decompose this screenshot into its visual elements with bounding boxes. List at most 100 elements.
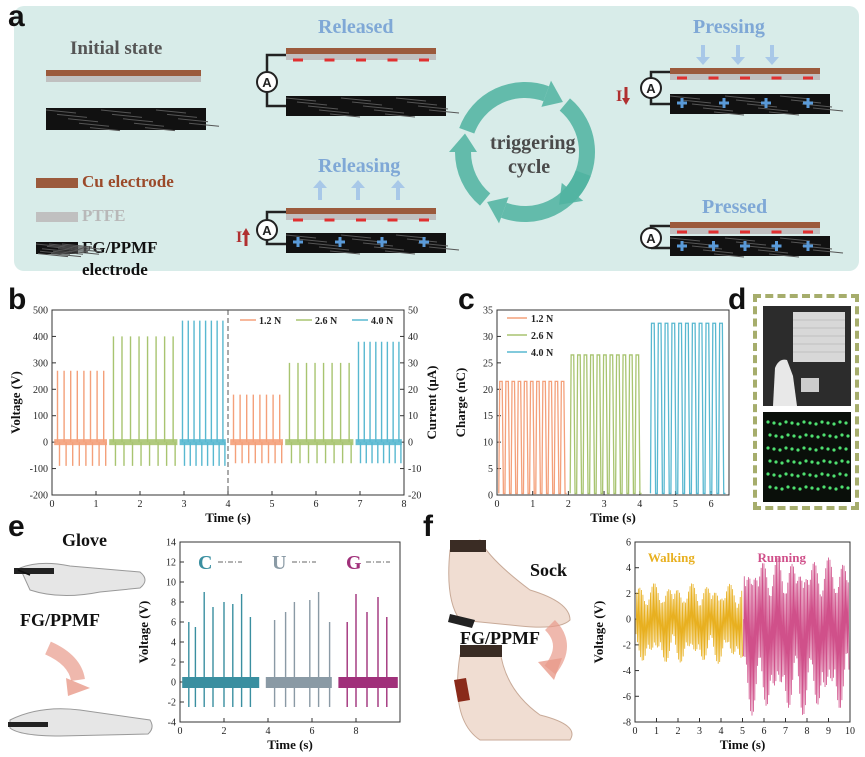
panel-b-current-series-0 — [232, 394, 283, 464]
pressing-arrow-2 — [731, 45, 745, 65]
panel-b-voltage-series-1 — [112, 336, 176, 466]
panel-f-series-0 — [635, 583, 743, 664]
panel-b-voltage-series-1-baseline — [109, 439, 178, 446]
panel-f-xtick-label-10: 10 — [845, 726, 855, 737]
panel-b-y2tick-label-5: 30 — [408, 358, 418, 369]
panel-f-xlabel: Time (s) — [720, 737, 766, 752]
releasing-electrode — [286, 208, 436, 220]
panel-e-ytick-label-6: 8 — [171, 598, 176, 609]
panel-b-current-series-0-baseline — [230, 439, 283, 446]
panel-c-ytick-label-0: 0 — [488, 491, 493, 502]
legend-ptfe-swatch — [36, 212, 78, 222]
panel-f-xtick-label-5: 5 — [740, 726, 745, 737]
panel-b-xlabel: Time (s) — [205, 510, 251, 525]
pressing-fg-ppmf-layer — [669, 94, 844, 116]
sock-label: Sock — [530, 560, 568, 580]
legend-ptfe-label: PTFE — [82, 206, 126, 225]
pressed-negative-charges — [677, 230, 813, 234]
initial-electrode — [46, 70, 201, 82]
panel-c-xtick-label-4: 4 — [637, 499, 642, 510]
panel-e-xtick-label-2: 4 — [266, 726, 271, 737]
panel-label-f: f — [423, 510, 433, 543]
panel-b-y2tick-label-1: -10 — [408, 464, 421, 475]
panel-b-ytick-label-5: 300 — [33, 358, 48, 369]
pressing-circuit: A — [640, 70, 670, 106]
panel-b-ytick-label-1: -100 — [30, 464, 48, 475]
panel-f-ytick-label-5: 2 — [626, 589, 631, 600]
glove-transition-arrow — [44, 641, 85, 682]
initial-state-label: Initial state — [70, 38, 163, 59]
panel-e-series-band-2 — [338, 677, 398, 688]
panel-f-ytick-label-1: -6 — [623, 692, 631, 703]
panel-b-xtick-label-8: 8 — [402, 499, 407, 510]
panel-e-xlabel: Time (s) — [267, 737, 313, 752]
panel-c-ytick-label-6: 30 — [483, 332, 493, 343]
panel-b-current-series-2-baseline — [355, 439, 402, 446]
panel-e-ytick-label-9: 14 — [166, 538, 176, 549]
panel-b-ytick-label-6: 400 — [33, 332, 48, 343]
panel-b-xtick-label-3: 3 — [182, 499, 187, 510]
panel-b-ylabel: Voltage (V) — [8, 371, 23, 434]
panel-label-b: b — [8, 283, 27, 316]
panel-e-ytick-label-4: 4 — [171, 638, 176, 649]
panel-b-ytick-label-0: -200 — [30, 491, 48, 502]
panel-c-series-0 — [498, 380, 567, 495]
released-circuit: A — [256, 53, 286, 108]
glove-illustration — [8, 562, 153, 737]
releasing-circuit: A — [256, 210, 286, 246]
sock-upper-leg — [450, 540, 486, 552]
svg-text:A: A — [262, 223, 272, 238]
panel-b-y2tick-label-3: 10 — [408, 411, 418, 422]
legend-cu-label: Cu electrode — [82, 172, 174, 191]
releasing-positive-charges — [293, 237, 429, 247]
led-row-4 — [766, 472, 848, 478]
panel-c-xtick-label-0: 0 — [495, 499, 500, 510]
sock-lower-leg — [460, 645, 502, 657]
panel-f-ylabel: Voltage (V) — [591, 601, 606, 664]
panel-label-e: e — [8, 510, 25, 543]
releasing-current-arrow: I — [236, 228, 250, 246]
panel-f-xtick-label-1: 1 — [654, 726, 659, 737]
sock-upper-fg-patch — [448, 614, 475, 628]
releasing-arrow-1 — [313, 180, 327, 200]
panel-e-xtick-label-3: 6 — [310, 726, 315, 737]
panel-f-xtick-label-0: 0 — [633, 726, 638, 737]
panel-label-a: a — [8, 0, 25, 33]
panel-e-xtick-label-4: 8 — [354, 726, 359, 737]
panel-b-xtick-label-5: 5 — [270, 499, 275, 510]
panel-e-letter-2: G — [346, 552, 362, 574]
led-array-photo — [763, 412, 851, 502]
pressed-positive-charges — [677, 241, 813, 251]
releasing-fg-ppmf-layer — [285, 233, 460, 255]
glove-transition-arrowhead — [66, 678, 90, 696]
pressing-arrow-3 — [765, 45, 779, 65]
panel-f-xtick-label-6: 6 — [762, 726, 767, 737]
panel-b-xtick-label-0: 0 — [50, 499, 55, 510]
panel-b-ytick-label-2: 0 — [43, 438, 48, 449]
panel-e-series-0 — [188, 592, 252, 707]
panel-b-current-series-1 — [288, 362, 352, 464]
glove-upper-fg-patch — [14, 568, 54, 574]
panel-b-xtick-label-2: 2 — [138, 499, 143, 510]
panel-b-voltage-series-2-baseline — [179, 439, 226, 446]
panel-f-ytick-label-2: -4 — [623, 666, 631, 677]
svg-text:A: A — [646, 81, 656, 96]
device-photo — [763, 306, 851, 406]
svg-text:I: I — [616, 88, 622, 105]
releasing-negative-charges — [293, 218, 429, 222]
sock-upper-foot — [448, 539, 571, 628]
svg-text:A: A — [262, 75, 272, 90]
releasing-arrow-2 — [351, 180, 365, 200]
panel-label-c: c — [458, 283, 475, 316]
panel-e-ytick-label-0: -4 — [168, 718, 176, 729]
panel-e-series-1 — [273, 592, 331, 707]
panel-b-y2tick-label-2: 0 — [408, 438, 413, 449]
glove-lower-hand — [9, 708, 153, 737]
panel-b-voltage-series-0-baseline — [54, 439, 107, 446]
released-negative-charges — [293, 58, 429, 62]
panel-c-plot-frame — [496, 309, 730, 496]
panel-e-ytick-label-2: 0 — [171, 678, 176, 689]
pressing-negative-charges — [677, 76, 813, 80]
pressing-current-arrow: I — [616, 87, 630, 105]
